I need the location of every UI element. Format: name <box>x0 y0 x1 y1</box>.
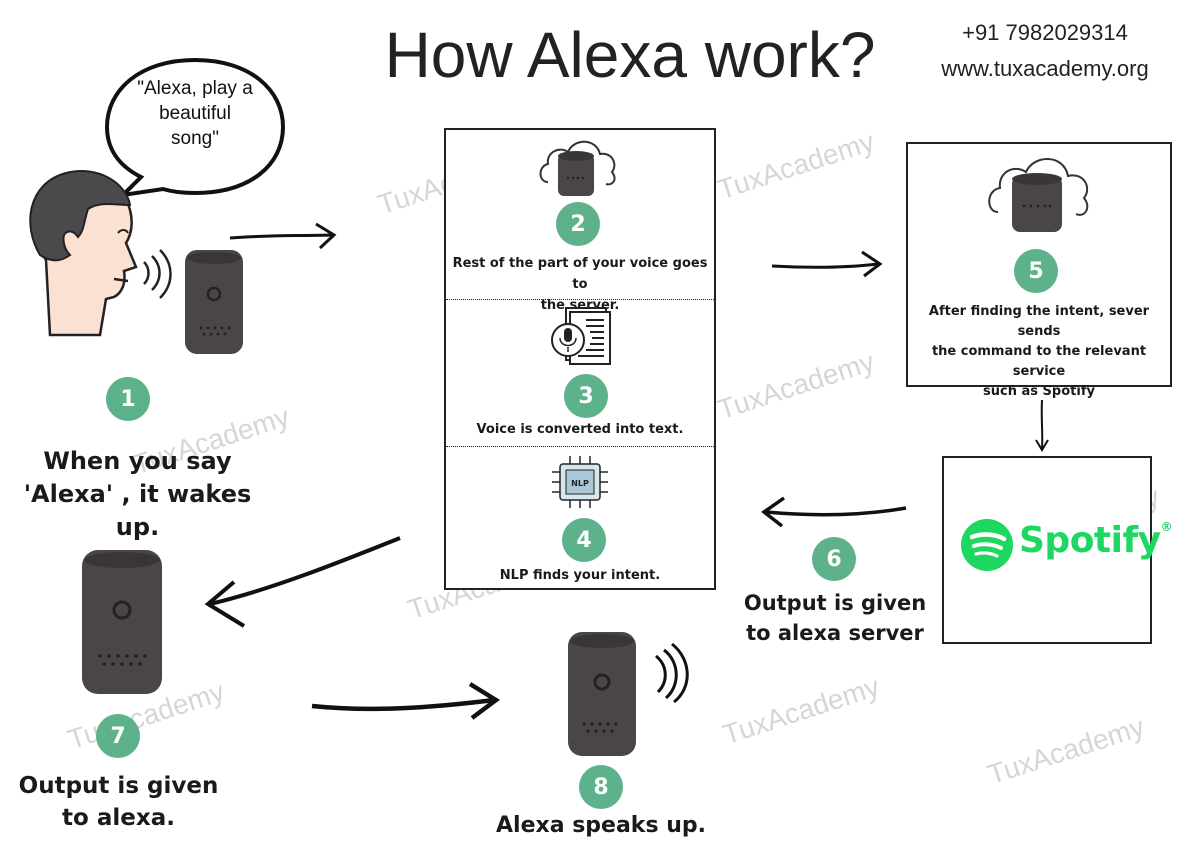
arrow-icon <box>311 682 500 720</box>
arrow-icon <box>229 222 337 250</box>
speaker-icon <box>185 250 243 354</box>
watermark: TuxAcademy <box>984 710 1149 791</box>
step-6-label: Output is given to alexa server <box>743 591 927 645</box>
step-4-badge: 4 <box>562 518 606 562</box>
divider <box>446 446 714 447</box>
watermark: TuxAcademy <box>714 345 879 426</box>
step-5-text: After finding the intent, sever sends th… <box>928 304 1150 399</box>
step-8-label: Alexa speaks up. <box>496 813 706 838</box>
spotify-wordmark: Spotify® <box>1019 520 1173 561</box>
cloud-server-icon <box>539 140 616 196</box>
speaker-icon <box>568 632 636 756</box>
arrow-icon <box>771 250 883 278</box>
person-icon <box>29 170 138 337</box>
step-7-label: Output is given to alexa. <box>18 773 219 831</box>
sound-waves-icon <box>143 249 172 299</box>
step-6-badge: 6 <box>812 537 856 581</box>
nlp-chip-label: NLP <box>571 479 589 488</box>
divider <box>446 299 714 300</box>
step-1-badge: 1 <box>106 377 150 421</box>
spotify-box <box>942 456 1152 644</box>
spotify-logo-icon <box>961 519 1013 571</box>
voice-document-icon <box>551 307 611 365</box>
watermark: TuxAcademy <box>719 670 884 751</box>
watermark: TuxAcademy <box>714 125 879 206</box>
website: www.tuxacademy.org <box>941 56 1149 81</box>
step-1-label: When you say 'Alexa' , it wakes up. <box>23 447 252 541</box>
step-3-badge: 3 <box>564 374 608 418</box>
speaker-icon <box>82 550 162 694</box>
page-title: How Alexa work? <box>384 19 876 91</box>
cloud-server-icon <box>988 158 1089 232</box>
step-3-text: Voice is converted into text. <box>476 422 684 437</box>
arrow-icon <box>761 496 907 528</box>
arrow-icon <box>204 536 401 628</box>
speech-bubble-text: "Alexa, play a beautiful song" <box>137 78 253 149</box>
step-8-badge: 8 <box>579 765 623 809</box>
step-4-text: NLP finds your intent. <box>499 568 661 583</box>
speech-bubble <box>104 57 286 198</box>
phone-number: +91 7982029314 <box>962 20 1128 45</box>
nlp-chip-icon: NLP <box>552 456 608 508</box>
step-7-badge: 7 <box>96 714 140 758</box>
sound-waves-icon <box>654 642 689 704</box>
step-2-badge: 2 <box>556 202 600 246</box>
arrow-icon <box>1035 399 1049 452</box>
step-5-badge: 5 <box>1014 249 1058 293</box>
